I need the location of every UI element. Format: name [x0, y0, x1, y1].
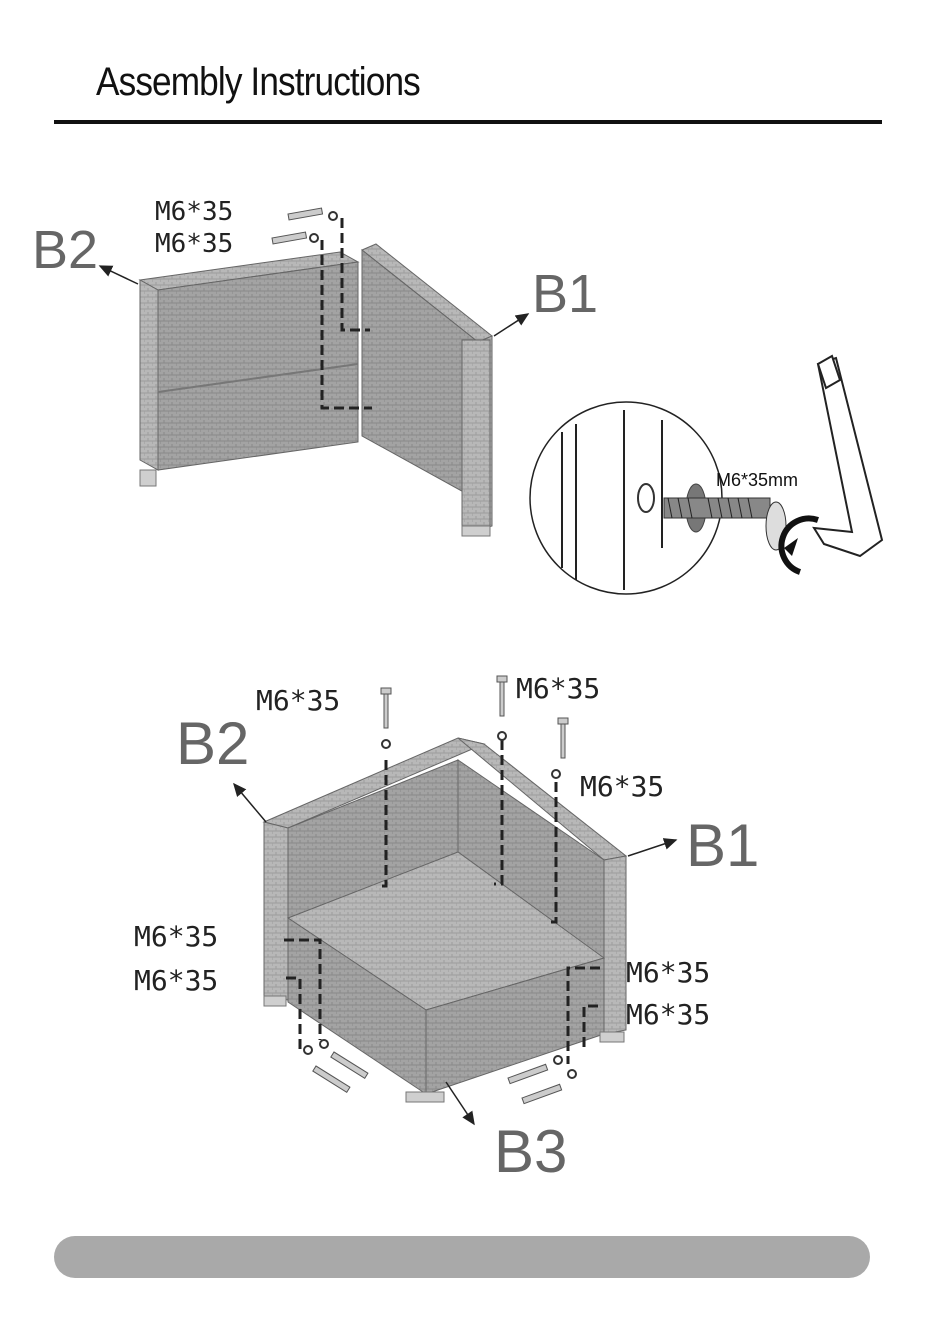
step1-detail-label: M6*35mm [716, 470, 798, 490]
step2-part-label-b3: B3 [494, 1118, 567, 1185]
step2-top-screw-label-3: M6*35 [580, 770, 664, 803]
step2-arrow-b2 [234, 784, 266, 822]
step2-left-screw-label-1: M6*35 [134, 920, 218, 953]
step2-right-screw-label-2: M6*35 [626, 998, 710, 1031]
step2-arrow-b1 [628, 840, 676, 856]
step1-screw-label-2: M6*35 [155, 229, 233, 259]
step1-side-panel-b1 [362, 244, 492, 536]
step2-arrow-b3 [446, 1082, 474, 1124]
step1-part-label-b1: B1 [532, 264, 598, 324]
step2-part-label-b2: B2 [176, 710, 249, 777]
step1-part-label-b2: B2 [32, 220, 98, 280]
step2-assembled-chair [264, 738, 626, 1102]
step1-back-panel-b2 [140, 252, 358, 486]
footer-bar [54, 1236, 870, 1278]
step1-arrow-b2 [100, 266, 138, 284]
step1-bolt-detail [530, 356, 882, 594]
step2-left-screw-label-2: M6*35 [134, 964, 218, 997]
step2-top-screw-label-1: M6*35 [256, 684, 340, 717]
step2-top-screw-label-2: M6*35 [516, 672, 600, 705]
step1-screw-label-1: M6*35 [155, 197, 233, 227]
step1-arrow-b1 [494, 314, 528, 336]
step2-part-label-b1: B1 [686, 812, 759, 879]
step2-right-screw-label-1: M6*35 [626, 956, 710, 989]
